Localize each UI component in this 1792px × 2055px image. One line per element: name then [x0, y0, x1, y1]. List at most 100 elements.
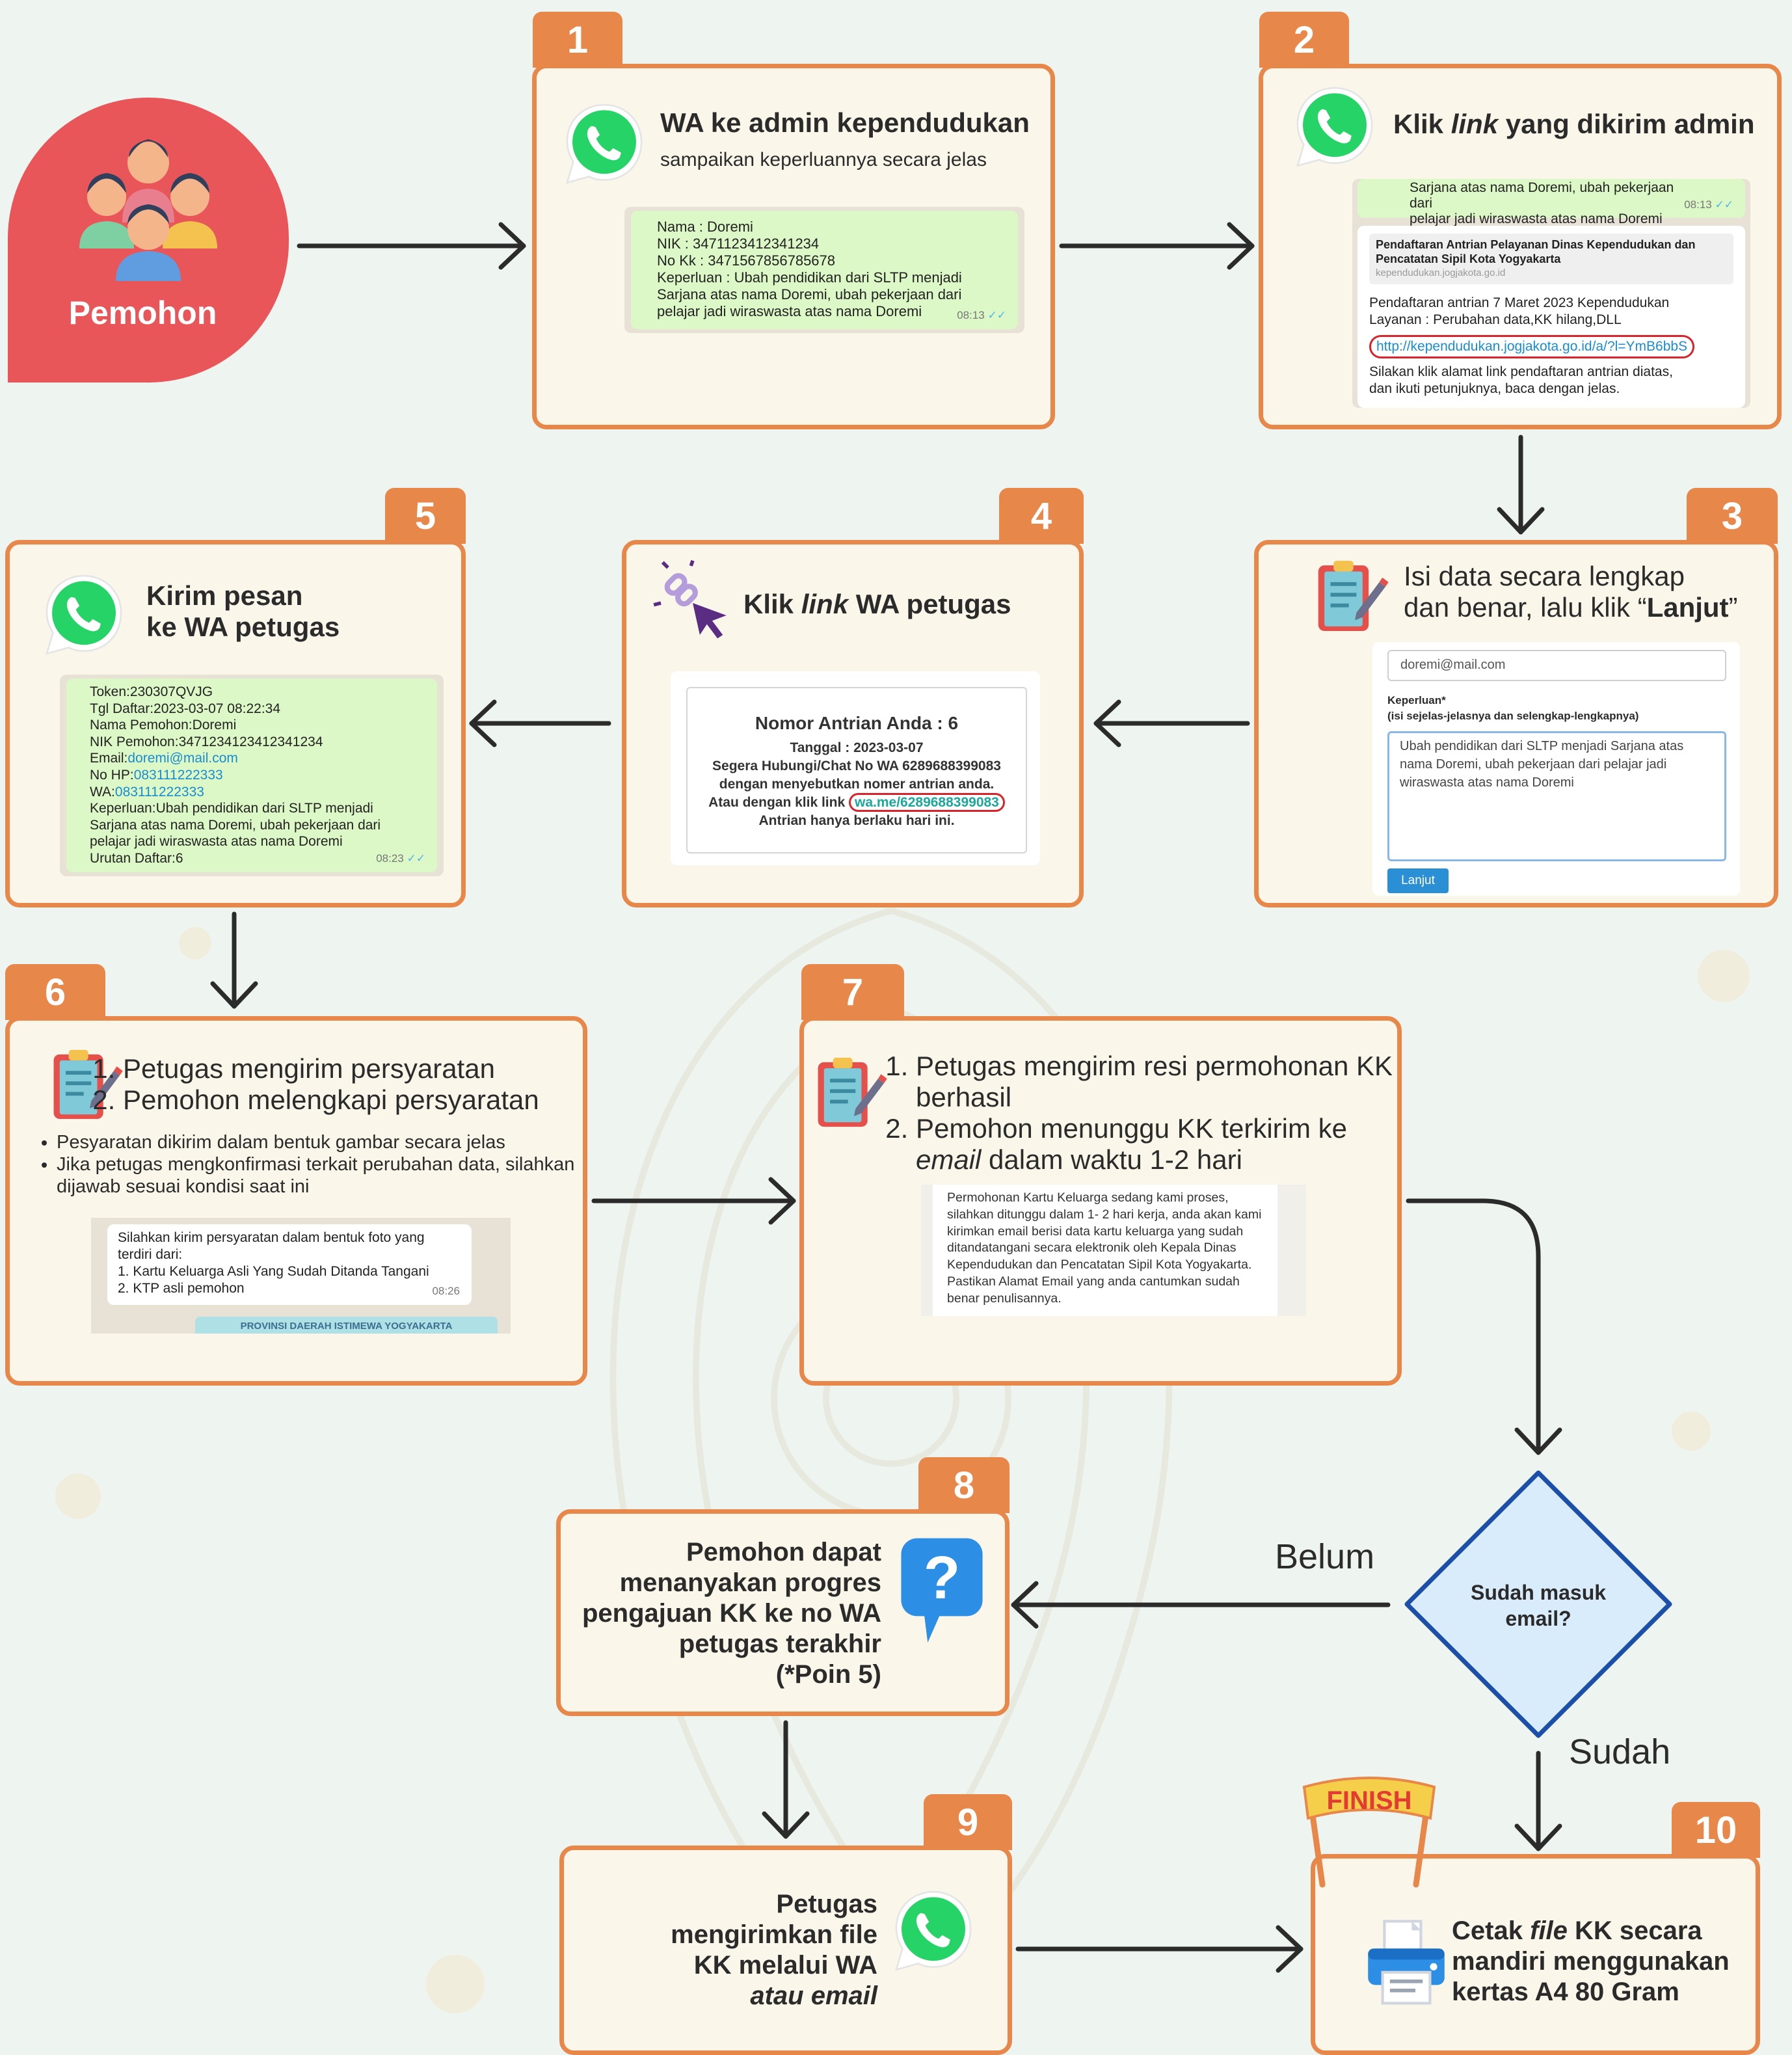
step-2-link-bubble: Pendaftaran Antrian Pelayanan Dinas Kepe… — [1357, 226, 1745, 408]
text-line: KK melalui WA — [693, 1951, 877, 1980]
chat-line: No HP:083111222333 — [90, 767, 414, 784]
lanjut-button[interactable]: Lanjut — [1387, 868, 1449, 893]
step-8-number: 8 — [953, 1464, 975, 1507]
text-line: kertas A4 80 Gram — [1452, 1978, 1679, 2006]
clipboard-edit-icon — [53, 1049, 123, 1120]
text-line: mengirimkan file — [671, 1920, 877, 1949]
chat-time: 08:13 ✓✓ — [1684, 197, 1733, 213]
start-label: Pemohon — [68, 295, 217, 331]
chat-line-text: Email: — [90, 751, 128, 766]
step-4-queue-screenshot: Nomor Antrian Anda : 6 Tanggal : 2023-03… — [671, 671, 1040, 865]
clipboard-edit-icon — [1318, 561, 1389, 631]
clipboard-edit-icon — [818, 1057, 887, 1127]
people-group-icon — [79, 139, 217, 281]
textarea-line: nama Doremi, ubah pekerjaan dari pelajar… — [1400, 757, 1667, 772]
list-item: Pemohon menunggu KK terkirim ke email da… — [916, 1113, 1410, 1175]
decision-diamond-shape — [1404, 1470, 1672, 1738]
read-ticks-icon: ✓✓ — [987, 309, 1007, 321]
chat-line: WA:083111222333 — [90, 784, 414, 801]
chat-line: pelajar jadi wiraswasta atas nama Doremi — [657, 303, 922, 319]
chat-line: Sarjana atas nama Doremi, ubah pekerjaan… — [1410, 180, 1674, 211]
finish-banner: FINISH — [1302, 1777, 1436, 1888]
step-9-card: Petugas mengirimkan file KK melalui WA a… — [559, 1846, 1012, 2055]
step-3-form-screenshot: doremi@mail.com Keperluan* (isi sejelas-… — [1372, 642, 1740, 896]
step-8-number-tab: 8 — [918, 1457, 1010, 1513]
queue-number: Nomor Antrian Anda : 6 — [755, 713, 959, 733]
wa-petugas-link[interactable]: wa.me/6289688399083 — [849, 793, 1005, 812]
read-ticks-icon: ✓✓ — [1715, 198, 1734, 211]
step-2-chat-screenshot: Sarjana atas nama Doremi, ubah pekerjaan… — [1352, 179, 1750, 408]
read-ticks-icon: ✓✓ — [407, 852, 426, 865]
step-2-card: Klik link yang dikirim admin Sarjana ata… — [1259, 64, 1782, 429]
attached-image-preview: PROVINSI DAERAH ISTIMEWA YOGYAKARTA — [195, 1317, 498, 1334]
title-part: WA petugas — [848, 589, 1011, 619]
step-10-text: Cetak file KK secara mandiri menggunakan… — [1452, 1916, 1730, 2008]
text-line: atau email — [671, 1981, 877, 2011]
chat-line-link[interactable]: 083111222333 — [114, 784, 204, 799]
step-5-chat-bubble: Token:230307QVJG Tgl Daftar:2023-03-07 08… — [66, 678, 437, 872]
chat-line-link[interactable]: 083111222333 — [133, 767, 223, 783]
keperluan-textarea[interactable]: Ubah pendidikan dari SLTP menjadi Sarjan… — [1387, 731, 1726, 861]
step-9-number-tab: 9 — [924, 1794, 1012, 1850]
chat-line-link[interactable]: doremi@mail.com — [127, 751, 238, 766]
step-4-card: Klik link WA petugas Nomor Antrian Anda … — [622, 540, 1084, 907]
text-emphasis: file — [1530, 1916, 1568, 1945]
list-item: Pemohon melengkapi persyaratan — [123, 1084, 539, 1116]
chat-line: Keperluan:Ubah pendidikan dari SLTP menj… — [90, 800, 414, 817]
chat-line: Tgl Daftar:2023-03-07 08:22:34 — [90, 701, 414, 718]
textarea-line: Ubah pendidikan dari SLTP menjadi Sarjan… — [1400, 739, 1684, 753]
item-part: dalam waktu 1-2 hari — [981, 1144, 1242, 1175]
step-8-card: Pemohon dapat menanyakan progres pengaju… — [556, 1509, 1010, 1716]
step-5-title: Kirim pesan ke WA petugas — [146, 580, 340, 643]
step-1-chat-screenshot: Nama : Doremi NIK : 3471123412341234 No … — [624, 207, 1024, 333]
queue-line: Atau dengan klik link wa.me/628968839908… — [688, 793, 1026, 812]
whatsapp-icon — [1296, 87, 1373, 167]
chat-time: 08:23 ✓✓ — [376, 850, 425, 867]
email-field[interactable]: doremi@mail.com — [1387, 650, 1726, 681]
text-line: mandiri menggunakan — [1452, 1947, 1730, 1976]
step-9-text: Petugas mengirimkan file KK melalui WA a… — [671, 1889, 877, 2011]
step-7-numbered-list: Petugas mengirim resi permohonan KK berh… — [886, 1051, 1410, 1175]
step-9-number: 9 — [957, 1801, 979, 1844]
queue-line: Segera Hubungi/Chat No WA 6289688399083 — [712, 759, 1001, 773]
text-line: Pemohon dapat — [686, 1538, 881, 1566]
step-1-number: 1 — [567, 18, 589, 61]
step-1-number-tab: 1 — [533, 12, 622, 68]
chat-line: 2. KTP asli pemohon — [118, 1281, 245, 1296]
chat-line: Sarjana atas nama Doremi, ubah pekerjaan… — [657, 286, 962, 302]
step-7-number-tab: 7 — [801, 964, 904, 1020]
step-5-number: 5 — [414, 494, 436, 537]
step-6-numbered-list: Petugas mengirim persyaratan Pemohon mel… — [93, 1053, 539, 1116]
queue-line: Antrian hanya berlaku hari ini. — [758, 813, 955, 828]
chat-line: Nama Pemohon:Doremi — [90, 717, 414, 734]
chat-line-text: Sarjana atas nama Doremi, ubah pekerjaan… — [90, 817, 381, 833]
question-bubble-icon: ? — [901, 1538, 983, 1643]
queue-line: dengan menyebutkan nomer antrian anda. — [719, 777, 995, 792]
text-line: Petugas — [776, 1890, 877, 1918]
step-7-receipt-screenshot: Permohonan Kartu Keluarga sedang kami pr… — [921, 1185, 1306, 1316]
message-line: Pendaftaran antrian 7 Maret 2023 Kependu… — [1369, 295, 1670, 310]
step-6-chat-screenshot: Silahkan kirim persyaratan dalam bentuk … — [91, 1218, 511, 1334]
title-link-word: link — [801, 589, 849, 619]
step-1-title: WA ke admin kependudukan — [660, 107, 1030, 138]
chat-line: Keperluan : Ubah pendidikan dari SLTP me… — [657, 269, 962, 286]
list-item: Pesyaratan dikirim dalam bentuk gambar s… — [57, 1131, 577, 1153]
chat-line-text: Token:230307QVJG — [90, 684, 213, 699]
decision-label-line: Sudah masuk — [1470, 1581, 1607, 1604]
decision-diamond: Sudah masuk email? — [1402, 1468, 1675, 1741]
step-6-chat-bubble: Silahkan kirim persyaratan dalam bentuk … — [107, 1224, 472, 1305]
attached-image-caption: PROVINSI DAERAH ISTIMEWA YOGYAKARTA — [240, 1321, 453, 1332]
list-item: Petugas mengirim resi permohonan KK berh… — [916, 1051, 1410, 1113]
title-line: dan benar, lalu klik “Lanjut” — [1404, 592, 1738, 623]
chat-line: Sarjana atas nama Doremi, ubah pekerjaan… — [90, 817, 414, 834]
registration-url-link[interactable]: http://kependudukan.jogjakota.go.id/a/?l… — [1369, 335, 1695, 358]
chat-line: NIK : 3471123412341234 — [657, 235, 820, 252]
title-line: Isi data secara lengkap — [1404, 561, 1685, 591]
link-preview-card[interactable]: Pendaftaran Antrian Pelayanan Dinas Kepe… — [1369, 234, 1733, 284]
queue-text: Atau dengan klik link — [708, 795, 849, 810]
text-line: (*Poin 5) — [775, 1660, 881, 1689]
email-value: doremi@mail.com — [1400, 658, 1506, 672]
step-6-number: 6 — [44, 971, 66, 1014]
click-link-cursor-icon — [653, 559, 727, 639]
step-6-number-tab: 6 — [5, 964, 105, 1020]
